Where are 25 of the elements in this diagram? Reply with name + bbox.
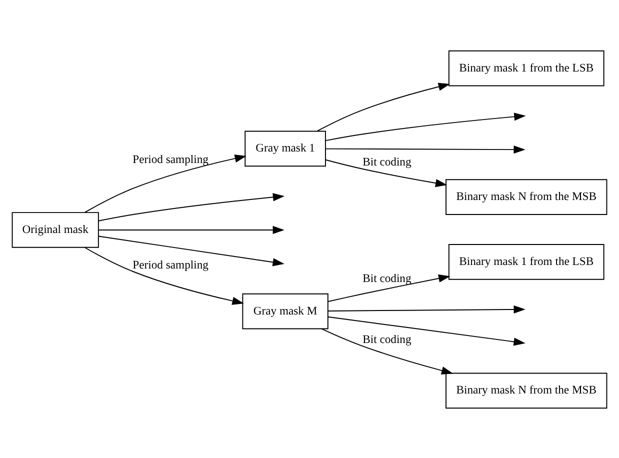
arrow: [316, 82, 450, 132]
edge-label: Bit coding: [362, 271, 412, 284]
arrow: [84, 246, 244, 304]
node-box: Binary mask 1 from the LSB: [448, 50, 604, 86]
node-box: Original mask: [12, 212, 99, 248]
arrow: [325, 112, 526, 141]
arrow: [325, 145, 526, 154]
node-box: Binary mask N from the MSB: [446, 372, 608, 408]
edge-label: Period sampling: [132, 258, 208, 271]
node-box: Gray mask M: [242, 292, 328, 329]
arrow: [328, 274, 450, 302]
arrow: [327, 316, 526, 346]
arrow: [327, 304, 526, 314]
arrow: [84, 154, 246, 212]
node-box: Gray mask 1: [244, 130, 326, 166]
arrow: [321, 328, 454, 374]
arrow: [325, 158, 448, 187]
arrow: [98, 235, 284, 266]
arrow: [98, 192, 285, 221]
edge-label: Bit coding: [362, 332, 412, 346]
edge-label: Bit coding: [362, 155, 412, 168]
arrow: [98, 225, 284, 234]
node-box: Binary mask 1 from the LSB: [448, 244, 604, 280]
edge-label: Period sampling: [132, 152, 208, 166]
node-box: Binary mask N from the MSB: [446, 178, 608, 214]
